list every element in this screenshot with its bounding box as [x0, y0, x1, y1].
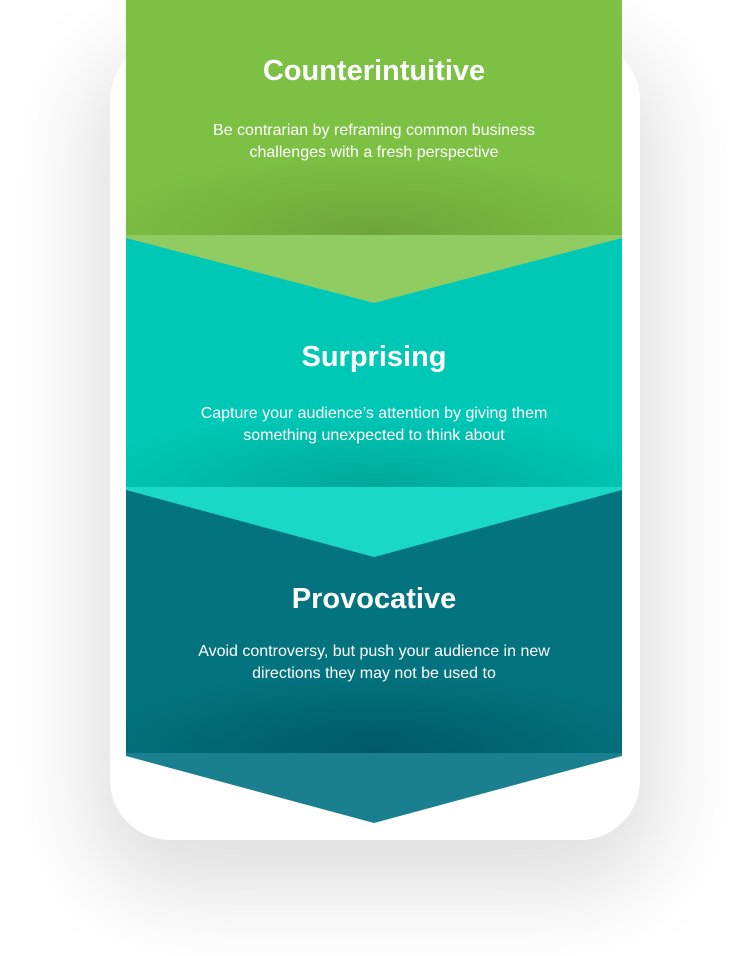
step-description: Avoid controversy, but push your audienc…: [198, 643, 550, 682]
step-title: Surprising: [301, 341, 447, 373]
chevron-arrow-2: [126, 487, 622, 557]
step-title: Counterintuitive: [262, 55, 486, 87]
step-description: Capture your audience’s attention by giv…: [200, 405, 548, 444]
step-panel-counterintuitive: [126, 0, 622, 235]
chevron-arrow-1: [126, 235, 622, 303]
step-description: Be contrarian by reframing common busine…: [213, 122, 535, 161]
step-title: Provocative: [291, 583, 457, 615]
chevron-arrow-3: [126, 753, 622, 823]
